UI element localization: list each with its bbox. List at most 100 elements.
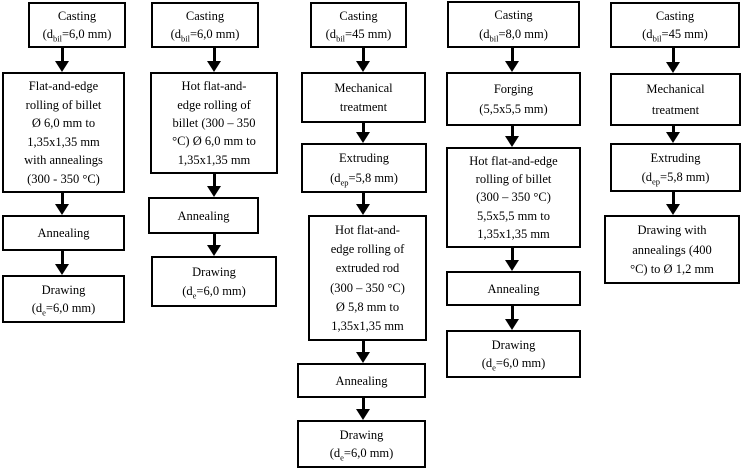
arrow-shaft: [362, 122, 365, 133]
box-extruding: Extruding (dep=5,8 mm): [610, 143, 741, 192]
box-text-line: (dbil=45 mm): [325, 27, 392, 44]
box-annealing: Annealing: [446, 271, 581, 306]
box-casting: Casting (dbil=45 mm): [310, 2, 407, 48]
arrow-shaft: [213, 47, 216, 62]
arrow-shaft: [672, 191, 675, 205]
box-text-line: Drawing: [41, 282, 86, 297]
arrow-shaft: [213, 233, 216, 246]
arrow-head: [356, 204, 370, 215]
arrow-shaft: [213, 173, 216, 187]
box-text-line: Casting: [339, 9, 378, 23]
box-text-line: billet (300 – 350: [172, 115, 256, 130]
box-text-line: (de=6,0 mm): [31, 301, 96, 318]
box-text-line: Drawing: [491, 337, 536, 352]
box-text-line: (5,5x5,5 mm): [479, 102, 548, 117]
box-casting: Casting(dbil=6,0 mm): [151, 2, 259, 48]
arrow-head: [207, 245, 221, 256]
box-casting: Casting (dbil=8,0 mm): [447, 1, 580, 48]
box-annealing: Annealing: [148, 197, 259, 234]
box-text-line: rolling of billet: [475, 172, 552, 187]
box-text-line: (de=6,0 mm): [481, 356, 546, 373]
box-text-line: 5,5x5,5 mm to: [477, 208, 550, 223]
arrow-head: [356, 61, 370, 72]
box-text-line: Annealing: [487, 281, 540, 296]
box-text-line: 1,35x1,35 mm: [27, 134, 100, 149]
box-text-line: (dbil=6,0 mm): [42, 27, 112, 44]
box-drawing: Drawing(de=6,0 mm): [297, 420, 426, 468]
arrow-shaft: [362, 397, 365, 410]
box-text-line: °C) Ø 6,0 mm to: [172, 134, 256, 149]
arrow-head: [505, 61, 519, 72]
box-text-line: annealings (400: [632, 242, 712, 257]
box-text-line: Annealing: [37, 226, 90, 240]
box-text-line: 1,35x1,35 mm: [177, 152, 251, 167]
box-text-line: Hot flat-and-: [181, 79, 247, 94]
box-annealing: Annealing: [297, 363, 426, 398]
box-text-line: 1,35x1,35 mm: [477, 226, 550, 241]
arrow-shaft: [61, 47, 64, 62]
arrow-shaft: [511, 247, 514, 261]
box-text-line: (300 – 350 °C): [330, 280, 405, 295]
box-text-line: (dep=5,8 mm): [641, 170, 710, 187]
arrow-head: [505, 136, 519, 147]
box-text-line: Ø 5,8 mm to: [335, 299, 400, 314]
arrow-head: [356, 352, 370, 363]
box-flat-and-edge-rolling-of-billet: Flat-and-edge rolling of billet Ø 6,0 mm t…: [2, 72, 125, 193]
box-casting: Casting (dbil=45 mm): [610, 2, 740, 48]
box-text-line: (dbil=45 mm): [642, 27, 708, 44]
box-text-line: Extruding: [339, 151, 389, 166]
box-text-line: (300 - 350 °C): [27, 171, 100, 186]
arrow-head: [505, 260, 519, 271]
box-drawing-with-annealings: Drawing with annealings (400 °C) to Ø 1,2 …: [604, 215, 740, 284]
box-text-line: (dep=5,8 mm): [330, 170, 398, 188]
arrow-shaft: [362, 340, 365, 353]
box-text-line: (dbil=8,0 mm): [479, 26, 548, 44]
box-text-line: Ø 6,0 mm to: [31, 116, 96, 131]
arrow-head: [356, 409, 370, 420]
box-text-line: extruded rod: [335, 261, 400, 276]
arrow-head: [356, 132, 370, 143]
box-text-line: (de=6,0 mm): [182, 284, 246, 301]
box-text-line: with annealings: [24, 153, 103, 168]
box-text-line: Casting: [655, 9, 695, 23]
box-text-line: Annealing: [177, 208, 230, 223]
arrow-shaft: [672, 125, 675, 133]
arrow-shaft: [61, 192, 64, 205]
arrow-head: [666, 62, 680, 73]
arrow-head: [666, 132, 680, 143]
box-text-line: Drawing with: [637, 223, 707, 238]
arrow-shaft: [511, 47, 514, 62]
box-annealing: Annealing: [2, 215, 125, 251]
box-text-line: Casting: [57, 9, 97, 23]
arrow-head: [55, 264, 69, 275]
box-text-line: Casting: [185, 9, 225, 23]
box-drawing: Drawing (de=6,0 mm): [446, 330, 581, 378]
box-text-line: °C) to Ø 1,2 mm: [630, 261, 714, 276]
box-text-line: treatment: [651, 102, 700, 117]
box-hot-flat-and-edge-rolling-of-billet: Hot flat-and-edge rolling of billet (300 …: [150, 72, 278, 174]
arrow-head: [505, 319, 519, 330]
arrow-head: [55, 204, 69, 215]
box-forging: Forging (5,5x5,5 mm): [446, 72, 581, 126]
arrow-shaft: [61, 250, 64, 265]
box-drawing: Drawing (de=6,0 mm): [151, 256, 277, 307]
box-text-line: Forging: [493, 81, 534, 96]
box-extruding: Extruding (dep=5,8 mm): [301, 143, 427, 193]
box-text-line: Annealing: [335, 373, 388, 388]
arrow-shaft: [362, 192, 365, 205]
arrow-head: [207, 61, 221, 72]
box-text-line: Casting: [494, 8, 533, 23]
box-text-line: edge rolling of: [177, 97, 251, 112]
box-text-line: Mechanical: [334, 80, 393, 95]
box-text-line: Mechanical: [646, 82, 705, 97]
arrow-shaft: [362, 47, 365, 62]
box-text-line: Drawing: [192, 264, 236, 279]
box-text-line: (300 – 350 °C): [476, 190, 551, 205]
box-text-line: rolling of billet: [25, 97, 102, 112]
box-text-line: Flat-and-edge: [28, 79, 99, 94]
box-text-line: Drawing: [339, 427, 384, 442]
box-text-line: Hot flat-and-: [335, 223, 400, 238]
box-text-line: Extruding: [650, 151, 701, 165]
box-text-line: Hot flat-and-edge: [469, 154, 558, 169]
